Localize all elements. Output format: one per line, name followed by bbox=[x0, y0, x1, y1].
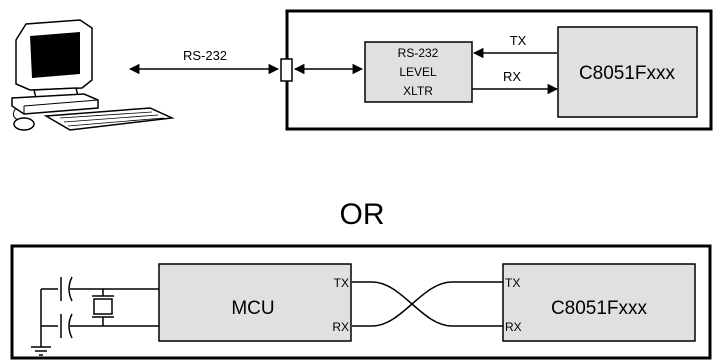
or-separator: OR bbox=[340, 198, 385, 231]
top-rx-label: RX bbox=[503, 69, 521, 84]
bottom-right-rx-label: RX bbox=[505, 320, 522, 334]
top-mcu-label: C8051Fxxx bbox=[579, 63, 676, 84]
bottom-c8051-label: C8051Fxxx bbox=[551, 298, 648, 319]
level-translator-label-line2: LEVEL bbox=[399, 65, 437, 79]
bottom-left-tx-label: TX bbox=[334, 276, 349, 290]
bottom-left-rx-label: RX bbox=[332, 320, 349, 334]
top-mcu-block bbox=[557, 26, 698, 118]
crossed-uart-wires bbox=[352, 281, 503, 327]
db9-connector bbox=[280, 58, 293, 82]
level-translator-label-line1: RS-232 bbox=[398, 46, 439, 60]
bottom-mcu-block bbox=[158, 263, 352, 342]
bottom-mcu-label: MCU bbox=[231, 298, 274, 319]
pc-computer-icon bbox=[11, 19, 175, 131]
top-tx-label: TX bbox=[510, 33, 527, 48]
crystal-oscillator-circuit bbox=[31, 276, 159, 356]
level-translator-block bbox=[364, 41, 473, 103]
level-translator-label-line3: XLTR bbox=[403, 84, 433, 98]
bottom-board-frame bbox=[10, 244, 712, 360]
bottom-c8051-block bbox=[502, 263, 696, 342]
bottom-right-tx-label: TX bbox=[505, 276, 520, 290]
rs232-cable-label: RS-232 bbox=[183, 48, 227, 63]
